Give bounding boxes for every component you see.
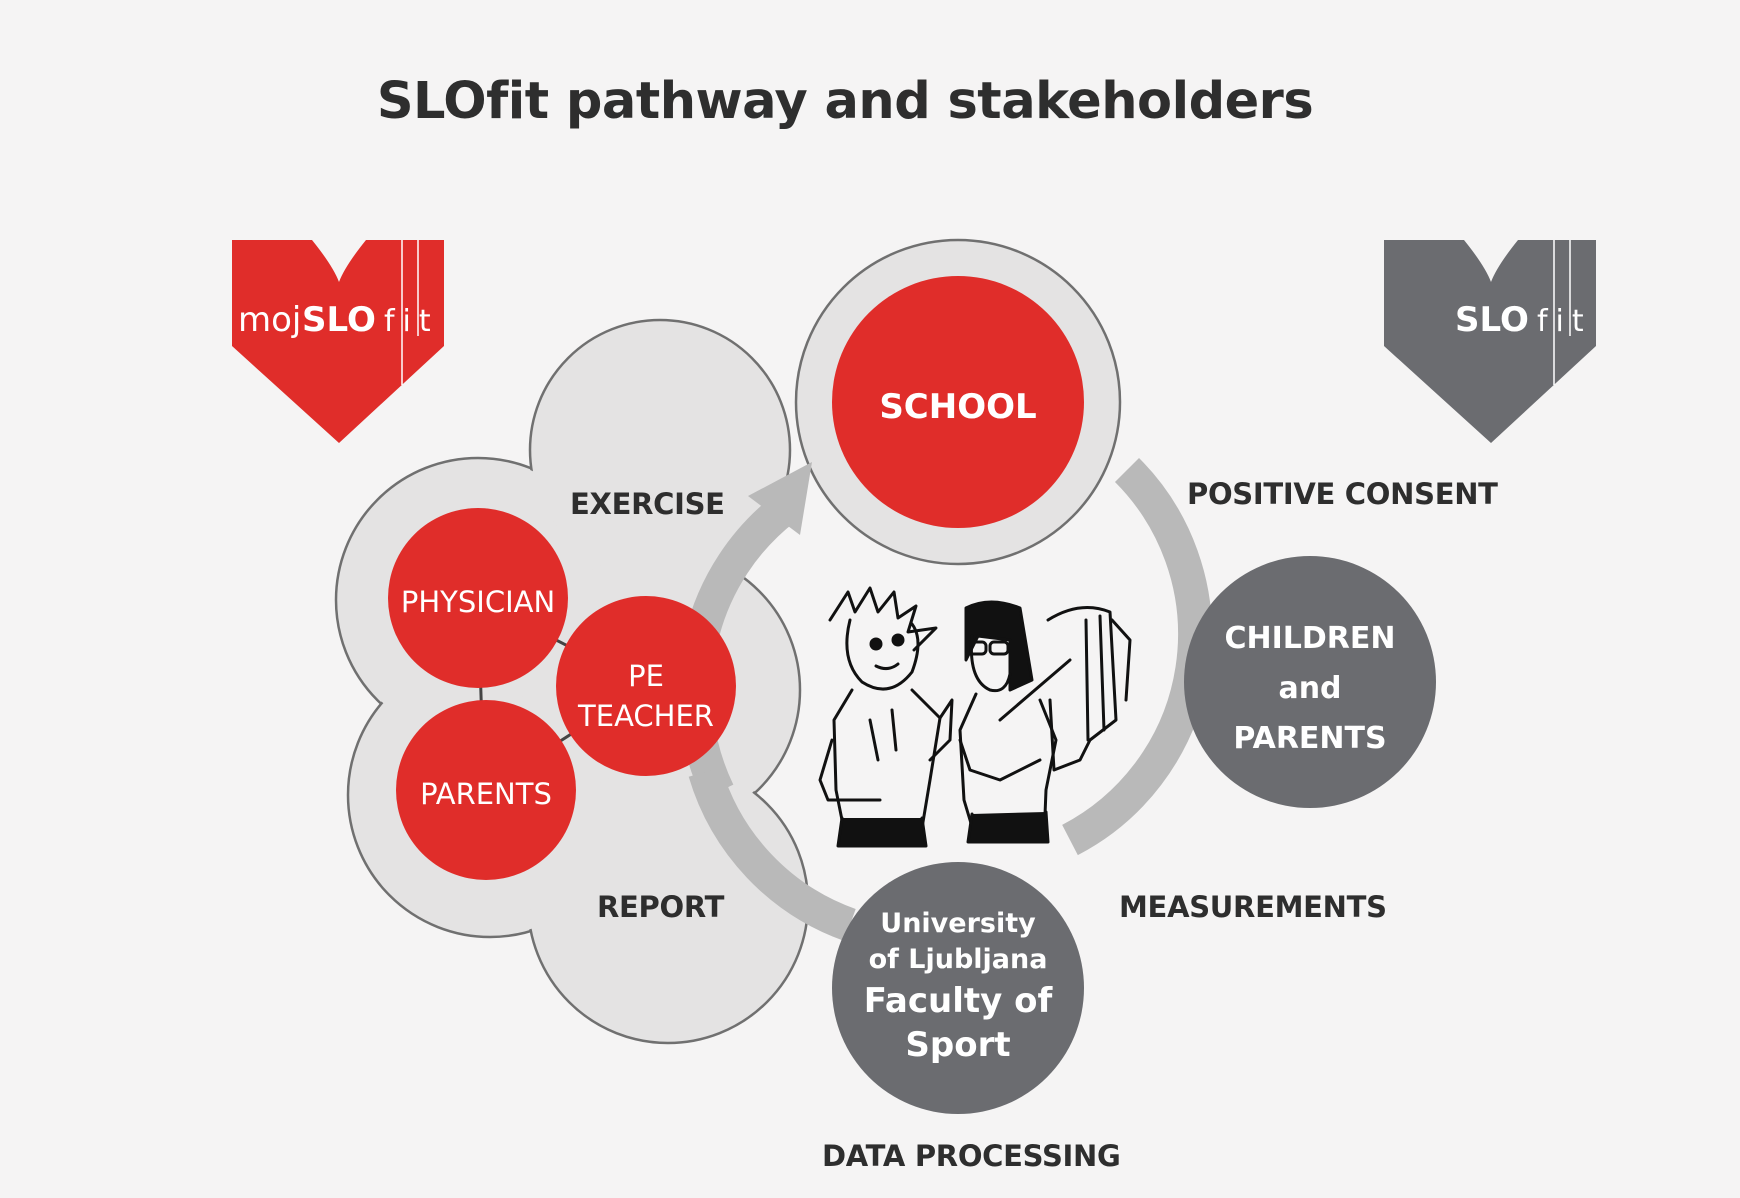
school-label: SCHOOL — [879, 387, 1036, 427]
children-cartoon-icon — [818, 586, 1132, 848]
logo-left-prefix: moj — [238, 300, 301, 340]
cycle-arrow-head — [748, 462, 812, 535]
slofit-logo: SLO fit — [1384, 240, 1596, 443]
university-label-line1: University — [880, 908, 1036, 939]
children-parents-node — [1184, 556, 1436, 808]
school-node — [832, 276, 1084, 528]
pe-teacher-label-line2: TEACHER — [577, 699, 714, 733]
physician-label: PHYSICIAN — [401, 585, 555, 619]
exercise-label: EXERCISE — [570, 487, 725, 521]
logo-left-suffix: fit — [384, 304, 439, 339]
mojslofit-logo: moj SLO fit — [232, 240, 444, 443]
university-label-line3: Faculty of — [864, 981, 1054, 1021]
university-label-line2: of Ljubljana — [869, 944, 1048, 975]
parents-label: PARENTS — [420, 777, 552, 811]
heart-icon — [1384, 240, 1596, 443]
data-processing-label: DATA PROCESSING — [822, 1139, 1121, 1173]
pe-teacher-node — [556, 596, 736, 776]
page-title: SLOfit pathway and stakeholders — [376, 72, 1314, 131]
positive-consent-label: POSITIVE CONSENT — [1187, 477, 1498, 511]
university-node — [832, 862, 1084, 1114]
logo-left-bold: SLO — [302, 300, 376, 340]
children-label-line2: and — [1278, 671, 1341, 706]
report-label: REPORT — [597, 890, 725, 924]
logo-right-bold: SLO — [1455, 300, 1529, 340]
heart-icon — [232, 240, 444, 443]
university-label-line4: Sport — [905, 1025, 1010, 1065]
physician-node — [388, 508, 568, 688]
pe-teacher-label-line1: PE — [628, 659, 664, 693]
measurements-label: MEASUREMENTS — [1119, 890, 1387, 924]
children-label-line1: CHILDREN — [1224, 621, 1395, 656]
parents-node — [396, 700, 576, 880]
logo-right-suffix: fit — [1537, 304, 1592, 339]
children-label-line3: PARENTS — [1233, 721, 1386, 756]
